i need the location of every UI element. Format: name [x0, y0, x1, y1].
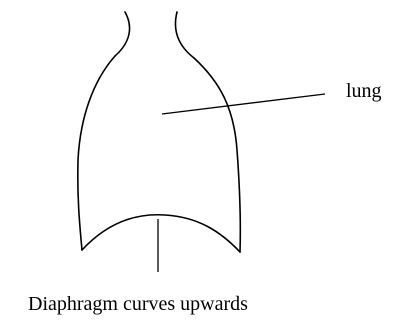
- trachea-right-wall: [175, 12, 194, 58]
- diaphragm-curve: [82, 215, 240, 252]
- diaphragm-label: Diaphragm curves upwards: [28, 293, 248, 315]
- chest-wall-left: [78, 56, 115, 250]
- lung-pointer-line: [162, 94, 325, 114]
- lung-label: lung: [346, 80, 382, 102]
- trachea-left-wall: [115, 12, 130, 56]
